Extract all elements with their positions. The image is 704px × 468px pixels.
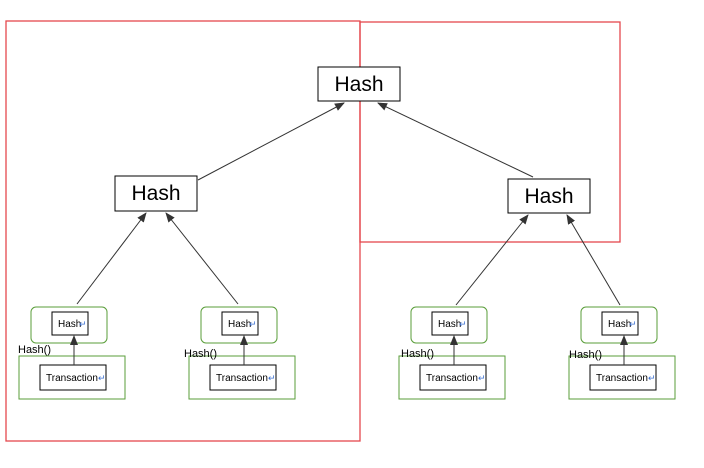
arrow-leaf1-to-left [76,212,147,305]
leaf-hash-group [410,306,488,344]
hash-function-label: Hash() [18,344,51,356]
left-hash-label: Hash [131,182,180,205]
leaf-hash-label: Hash [438,319,461,330]
paragraph-mark: ↵ [478,373,486,383]
arrow-leaf4-to-right [566,214,621,306]
paragraph-mark: ↵ [98,373,106,383]
right-hash-box [507,178,591,214]
right-subtree-region [359,21,621,243]
leaf-hash-group [30,306,108,344]
leaf-hash-label: Hash [58,319,81,330]
paragraph-mark: ↵ [268,373,276,383]
transaction-group [398,355,506,400]
leaf-hash-label: Hash [608,319,631,330]
arrow-leaf2-to-left [165,212,239,305]
leaf-hash-group [580,306,658,344]
paragraph-mark: ↵ [79,319,87,329]
hash-function-label: Hash() [569,349,602,361]
transaction-label: Transaction [216,373,268,384]
paragraph-mark: ↵ [648,373,656,383]
transaction-label: Transaction [596,373,648,384]
paragraph-mark: ↵ [629,319,637,329]
root-hash-label: Hash [334,73,383,96]
paragraph-mark: ↵ [459,319,467,329]
transaction-box [209,364,277,391]
arrow-left-to-root [197,102,345,181]
root-hash-box [317,66,401,102]
arrow-right-to-root [377,102,534,178]
hash-function-label: Hash() [401,348,434,360]
leaf-hash-label: Hash [228,319,251,330]
arrow-leaf3-to-right [455,214,529,306]
transaction-group [18,355,126,400]
transaction-label: Transaction [46,373,98,384]
right-hash-label: Hash [524,185,573,208]
transaction-group [188,355,296,400]
transaction-box [39,364,107,391]
left-hash-box [114,175,198,212]
paragraph-mark: ↵ [249,319,257,329]
hash-function-label: Hash() [184,348,217,360]
transaction-box [589,364,657,391]
transaction-box [419,364,487,391]
transaction-label: Transaction [426,373,478,384]
leaf-hash-group [200,306,278,344]
transaction-group [568,355,676,400]
